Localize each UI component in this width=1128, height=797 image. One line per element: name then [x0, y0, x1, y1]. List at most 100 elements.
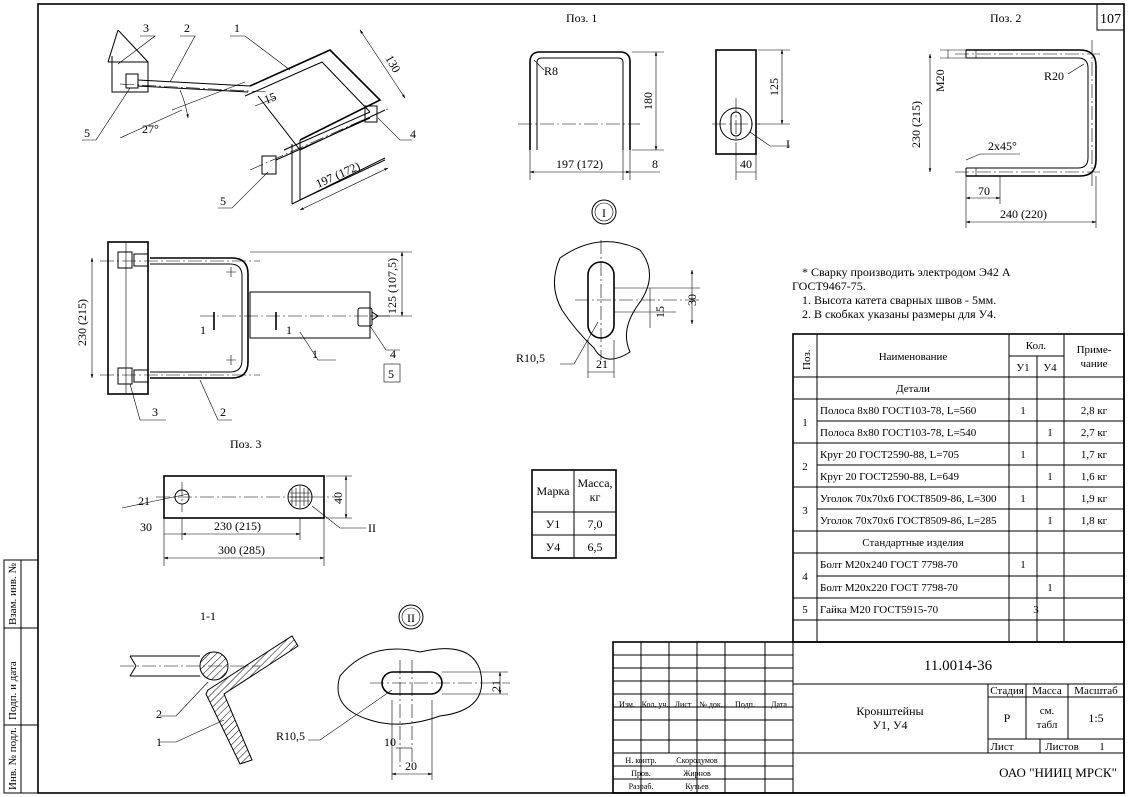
tb-h-kolu: Кол. уч.: [642, 700, 669, 709]
front-leader-5: 5: [388, 367, 394, 381]
front-dim-230: 230 (215): [75, 299, 89, 346]
mass-h-mass1: Масса,: [577, 476, 612, 490]
pos3-view: Поз. 3 21 40 II 30 230 (215) 300 (285): [121, 437, 376, 566]
tb-h-sheet: Лист: [990, 741, 1013, 753]
stamp-replace-inv: Взам. инв. №: [7, 563, 19, 625]
note-0: * Сварку производить электродом Э42 А: [802, 265, 1011, 279]
pos3-dim-300: 300 (285): [218, 543, 265, 557]
front-dim-125: 125 (107,5): [385, 258, 399, 314]
mass-table: Марка Масса, кг У1 7,0 У4 6,5: [531, 469, 617, 559]
pos2-title: Поз. 2: [990, 11, 1021, 25]
tb-role-0: Н. контр.: [625, 756, 656, 765]
spec-row-0-note: 2,8 кг: [1081, 405, 1108, 417]
spec-row-6-u1: 1: [1020, 559, 1026, 571]
spec-row-7-u4: 1: [1047, 582, 1053, 594]
spec-row-3-note: 1,6 кг: [1081, 471, 1108, 483]
spec-h-u1: У1: [1016, 362, 1029, 374]
pos3-title: Поз. 3: [230, 437, 261, 451]
tb-stage: Р: [1004, 711, 1011, 725]
iso-leader-2: 2: [184, 21, 190, 35]
spec-row-4-name: Уголок 70x70x6 ГОСТ8509-86, L=300: [820, 493, 997, 505]
spec-row-5-u4: 1: [1047, 515, 1053, 527]
spec-row-4-u1: 1: [1020, 493, 1026, 505]
front-leader-3: 3: [152, 405, 158, 419]
tb-mass2: табл: [1037, 719, 1058, 731]
tb-h-list: Лист: [675, 700, 692, 709]
spec-h-pos: Поз.: [801, 349, 813, 370]
spec-section-std: Стандартные изделия: [862, 537, 963, 549]
spec-row-2-note: 1,7 кг: [1081, 449, 1108, 461]
mass-row-1-mark: У4: [546, 540, 561, 554]
detail-i-dim-15: 15: [653, 306, 667, 318]
tb-h-data: Дата: [771, 700, 787, 709]
spec-row-0-u1: 1: [1020, 405, 1026, 417]
spec-h-name: Наименование: [879, 351, 948, 363]
front-leader-2: 2: [220, 405, 226, 419]
detail-ii-dim-21: 21: [489, 680, 503, 692]
pos1-dim-125: 125: [767, 78, 781, 96]
spec-row-4-note: 1,9 кг: [1081, 493, 1108, 505]
section-11-leader-2: 2: [156, 707, 162, 721]
tb-company: ОАО "НИИЦ МРСК": [999, 765, 1117, 780]
section-1-1: 1-1 2 1: [120, 609, 299, 765]
detail-ii-label: II: [407, 611, 415, 625]
iso-dim-197: 197 (172): [314, 159, 363, 191]
detail-ii: II 21 R10,5 10 20: [276, 604, 510, 780]
notes: * Сварку производить электродом Э42 А ГО…: [792, 265, 1011, 321]
pos3-dim-21: 21: [138, 494, 150, 508]
detail-ii-dim-r: R10,5: [276, 729, 305, 743]
spec-row-1-name: Полоса 8x80 ГОСТ103-78, L=540: [820, 427, 977, 439]
spec-section-details: Детали: [896, 383, 930, 395]
spec-row-6-name: Болт М20x240 ГОСТ 7798-70: [820, 559, 958, 571]
isometric-view: 130 15 27° 197 (172) 3 2 1 5 5 4: [82, 21, 416, 211]
spec-row-8-u1: 3: [1033, 604, 1039, 616]
spec-row-0-pos: 1: [802, 417, 808, 429]
pos3-dim-40: 40: [331, 492, 345, 504]
tb-name-0: Скородумов: [676, 756, 718, 765]
spec-row-4-pos: 3: [802, 505, 808, 517]
mass-row-0-mark: У1: [546, 517, 561, 531]
tb-h-podp: Подп.: [735, 700, 755, 709]
tb-h-ndok: № док.: [699, 700, 723, 709]
mass-row-1-mass: 6,5: [588, 540, 603, 554]
detail-i: I 30 15 R10,5 21: [516, 199, 700, 378]
detail-i-label: I: [602, 206, 606, 220]
detail-ii-dim-20: 20: [405, 759, 417, 773]
detail-ii-dim-10: 10: [384, 735, 396, 749]
front-section-1a: 1: [200, 323, 206, 337]
tb-h-scale: Масштаб: [1074, 685, 1118, 697]
tb-product-2: У1, У4: [873, 718, 908, 732]
iso-dim-130: 130: [382, 53, 403, 76]
pos3-dim-230: 230 (215): [214, 519, 261, 533]
iso-leader-3: 3: [143, 21, 149, 35]
page-number: 107: [1100, 12, 1121, 27]
stamp-inv-original: Инв. № подл.: [7, 727, 19, 790]
pos1-dim-180: 180: [641, 92, 655, 110]
pos1-dim-8: 8: [652, 157, 658, 171]
spec-row-5-name: Уголок 70x70x6 ГОСТ8509-86, L=285: [820, 515, 997, 527]
spec-h-u4: У4: [1043, 362, 1057, 374]
tb-h-mass: Масса: [1032, 685, 1062, 697]
pos2-dim-70: 70: [978, 184, 990, 198]
pos1-title: Поз. 1: [566, 11, 597, 25]
note-2: 1. Высота катета сварных швов - 5мм.: [802, 293, 996, 307]
pos3-dim-30: 30: [140, 520, 152, 534]
spec-row-1-note: 2,7 кг: [1081, 427, 1108, 439]
spec-h-note1: Приме-: [1077, 344, 1112, 356]
mass-row-0-mass: 7,0: [588, 517, 603, 531]
mass-h-mark: Марка: [537, 484, 571, 498]
side-stamp: Взам. инв. № Подп. и дата Инв. № подл.: [3, 559, 39, 794]
tb-sheets: 1: [1099, 741, 1105, 753]
title-block: Изм. Кол. уч. Лист № док. Подп. Дата Н. …: [612, 641, 1125, 794]
pos2-dim-chamfer: 2x45°: [988, 139, 1017, 153]
pos2-dim-r20: R20: [1044, 69, 1064, 83]
tb-mass1: см.: [1040, 705, 1055, 717]
section-11-label: 1-1: [200, 609, 216, 623]
spec-row-6-pos: 4: [802, 571, 808, 583]
detail-i-dim-21: 21: [596, 357, 608, 371]
detail-i-dim-30: 30: [685, 294, 699, 306]
front-section-1b: 1: [286, 323, 292, 337]
spec-row-8-pos: 5: [802, 604, 808, 616]
spec-table: Поз. Наименование Кол. У1 У4 Приме- чани…: [792, 333, 1125, 643]
